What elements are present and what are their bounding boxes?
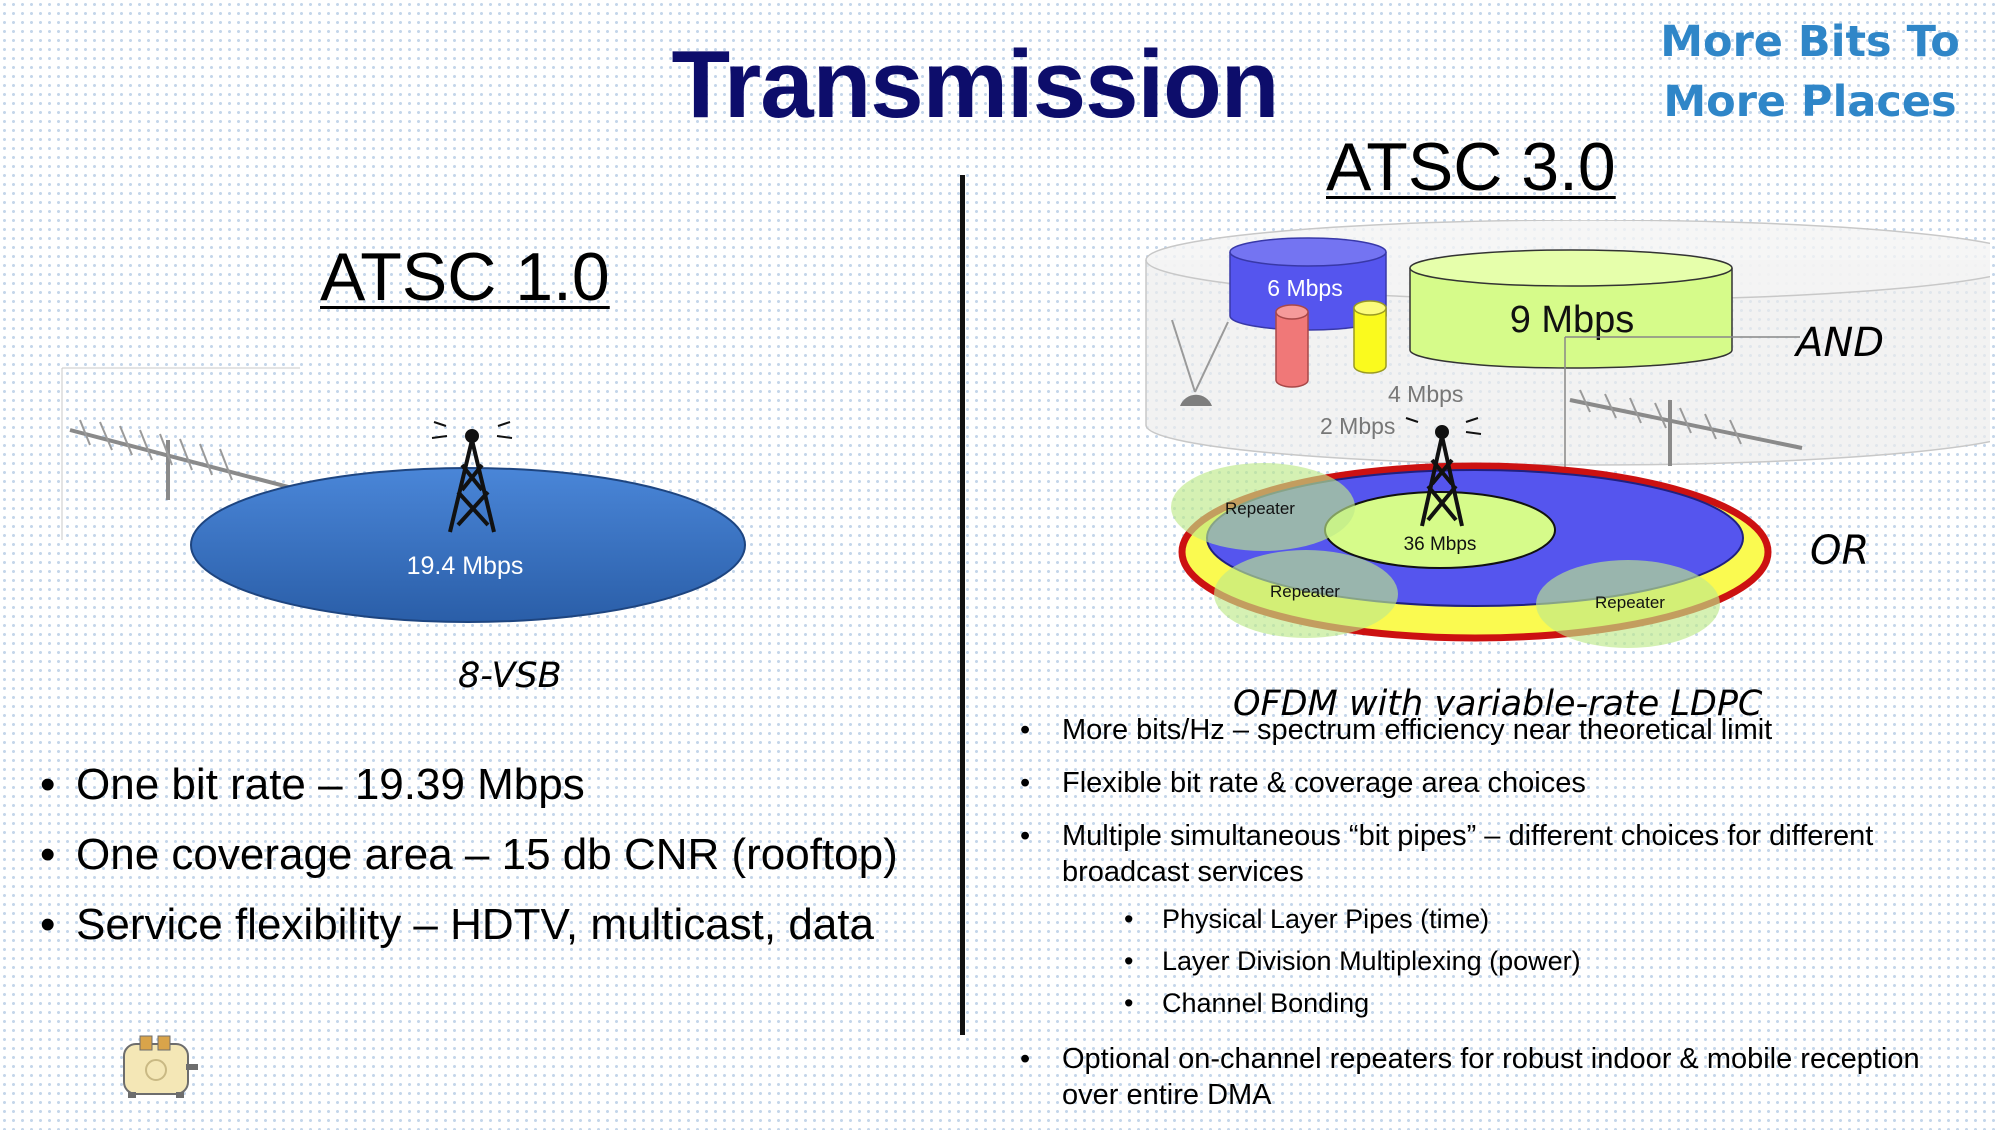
- or-label: OR: [1810, 528, 1870, 574]
- sub-list-item: Layer Division Multiplexing (power): [1062, 940, 1980, 982]
- repeater-zone: [1536, 560, 1720, 648]
- atsc3-diagram: 6 Mbps 9 Mbps 2 Mbps 4 Mbps 36 Mbps: [1145, 220, 1990, 648]
- list-item: One bit rate – 19.39 Mbps: [40, 750, 940, 820]
- pipe-red: [1275, 304, 1309, 388]
- repeater-zone: [1171, 463, 1355, 551]
- list-item: One coverage area – 15 db CNR (rooftop): [40, 820, 940, 890]
- tagline-line-1: More Bits To: [1660, 17, 1960, 67]
- repeater-zone: [1214, 550, 1398, 638]
- pipe-blue: 6 Mbps: [1229, 237, 1387, 331]
- atsc1-heading: ATSC 1.0: [320, 239, 610, 315]
- list-item: Service flexibility – HDTV, multicast, d…: [40, 890, 940, 960]
- tagline-line-2: More Places: [1663, 77, 1957, 127]
- slide-title: Transmission: [671, 31, 1280, 138]
- sub-list-item: Physical Layer Pipes (time): [1062, 898, 1980, 940]
- list-item: Multiple simultaneous “bit pipes” – diff…: [1020, 818, 1980, 1024]
- atsc1-bullet-list: One bit rate – 19.39 Mbps One coverage a…: [40, 750, 940, 960]
- pipe-green: 9 Mbps: [1409, 249, 1733, 369]
- repeater-label: Repeater: [1270, 582, 1340, 601]
- center-rate-label: 36 Mbps: [1404, 534, 1477, 555]
- atsc3-bullet-list: More bits/Hz – spectrum efficiency near …: [1020, 712, 1980, 1130]
- atsc1-rate-label: 19.4 Mbps: [407, 552, 524, 580]
- indoor-antenna-icon: [1171, 319, 1229, 406]
- pipe-red-label: 2 Mbps: [1320, 413, 1395, 439]
- list-item: More bits/Hz – spectrum efficiency near …: [1020, 712, 1980, 748]
- and-label: AND: [1796, 320, 1885, 366]
- broadcast-tower-icon: [1405, 417, 1482, 527]
- pipe-yellow: [1353, 300, 1387, 374]
- column-divider: [960, 175, 965, 1035]
- atsc1-diagram: 19.4 Mbps: [61, 367, 746, 623]
- atsc1-modulation: 8-VSB: [458, 656, 562, 696]
- repeater-label: Repeater: [1225, 499, 1295, 518]
- tagline: More Bits To More Places: [1640, 12, 1980, 132]
- list-item: Flexible bit rate & coverage area choice…: [1020, 765, 1980, 801]
- atsc1-coverage-area: [190, 467, 746, 623]
- atsc3-heading: ATSC 3.0: [1326, 129, 1616, 205]
- repeater-label: Repeater: [1595, 593, 1665, 612]
- list-item-text: Multiple simultaneous “bit pipes” – diff…: [1062, 820, 1874, 888]
- antenna-icon: [1569, 389, 1803, 466]
- pipe-green-label: 9 Mbps: [1510, 299, 1635, 341]
- sub-bullet-list: Physical Layer Pipes (time) Layer Divisi…: [1062, 898, 1980, 1024]
- list-item: Optional on-channel repeaters for robust…: [1020, 1041, 1980, 1113]
- pipe-blue-label: 6 Mbps: [1267, 275, 1342, 301]
- broadcast-tower-icon: [431, 421, 513, 533]
- sub-list-item: Channel Bonding: [1062, 982, 1980, 1024]
- toaster-icon: [123, 1035, 198, 1098]
- pipe-yellow-label: 4 Mbps: [1388, 381, 1463, 407]
- antenna-icon: [61, 367, 301, 540]
